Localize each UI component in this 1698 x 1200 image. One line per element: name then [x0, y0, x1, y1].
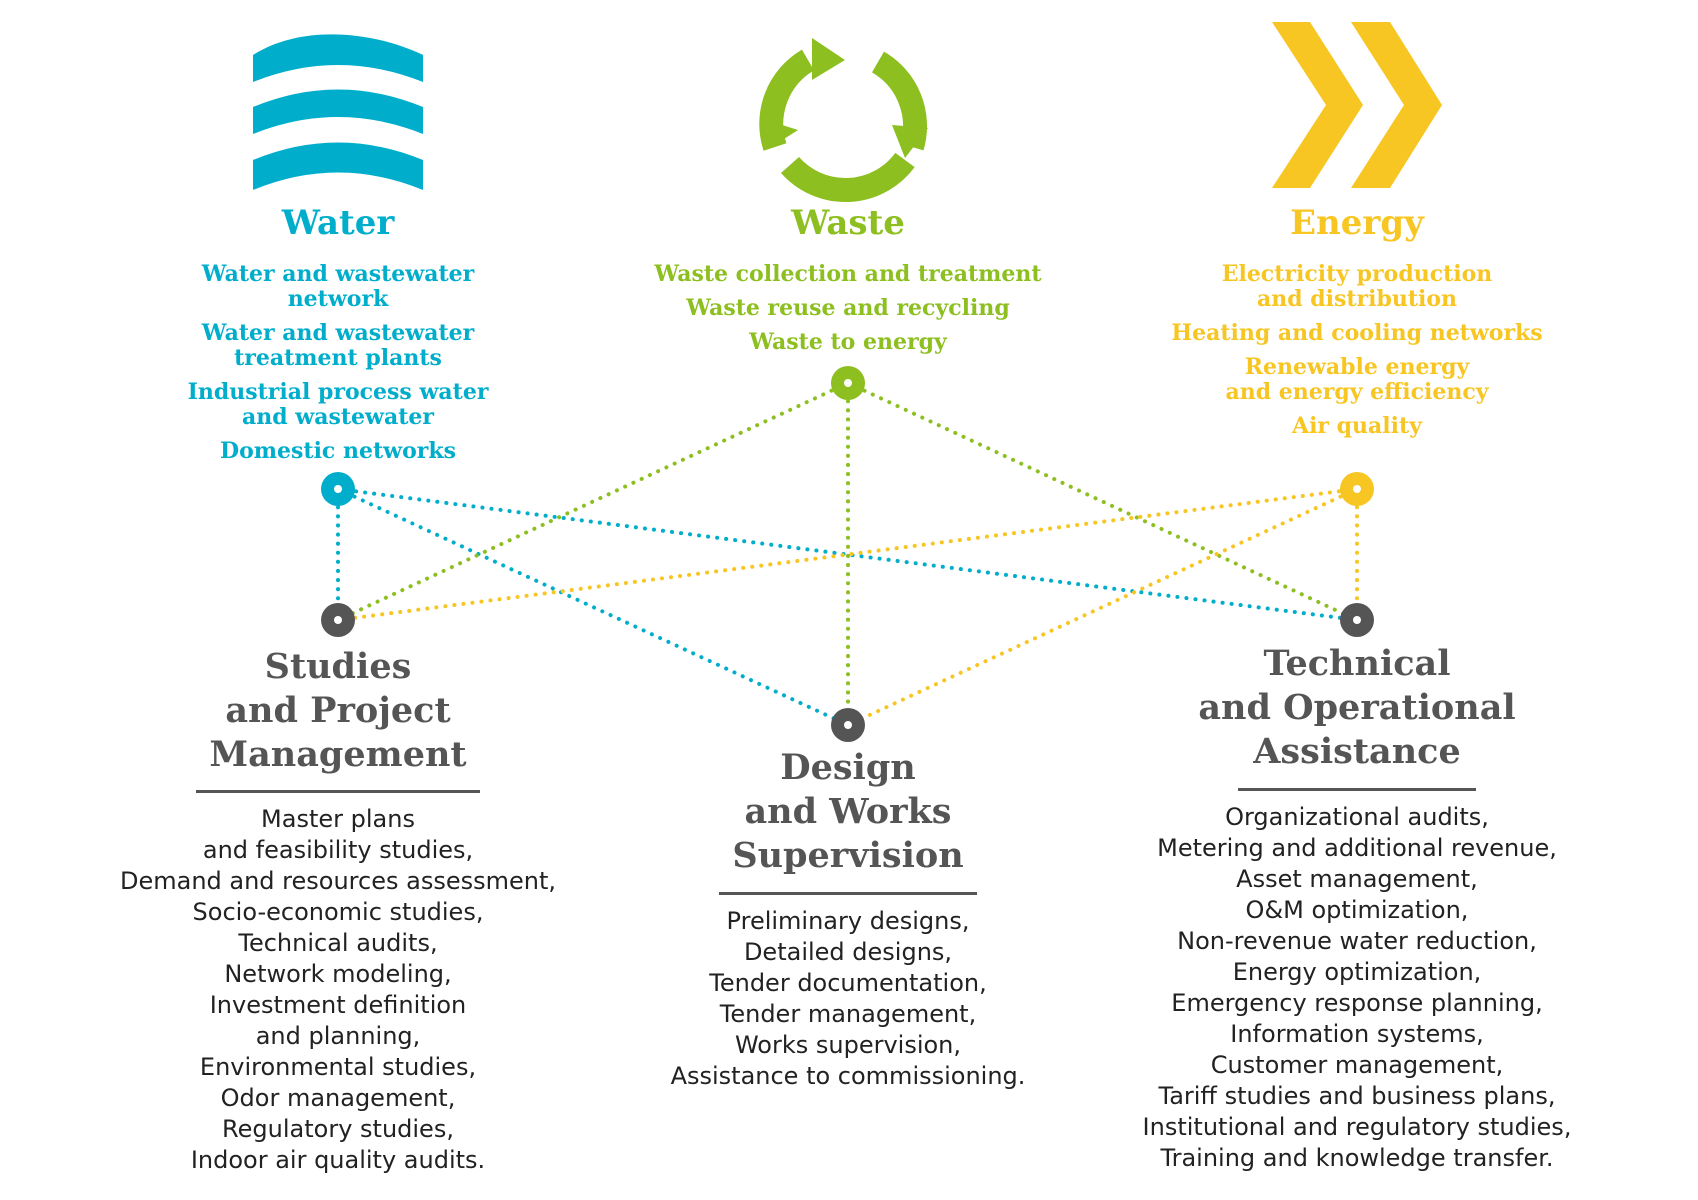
studies-item: Socio-economic studies, — [192, 898, 484, 926]
technical-item: Metering and additional revenue, — [1157, 834, 1557, 862]
design-item: Tender documentation, — [709, 969, 987, 997]
studies-item: Indoor air quality audits. — [190, 1146, 486, 1174]
water-topic: Industrial process water and wastewater — [187, 379, 489, 430]
connectors — [336, 381, 1359, 727]
design-item: Tender management, — [719, 1000, 977, 1028]
water-topic: Domestic networks — [220, 438, 456, 464]
energy-topic: Renewable energy and energy efficiency — [1225, 354, 1489, 405]
studies-list: Master plans and feasibility studies, De… — [98, 804, 578, 1176]
technical-item: Energy optimization, — [1232, 958, 1482, 986]
water-topics: Water and wastewater network Water and w… — [158, 262, 518, 473]
water-topic: Water and wastewater treatment plants — [201, 320, 475, 371]
studies-divider — [196, 790, 480, 793]
recycle-arrows-icon — [759, 49, 928, 203]
technical-divider — [1238, 788, 1476, 791]
node-waste — [831, 366, 865, 400]
water-topic: Water and wastewater network — [201, 261, 475, 312]
node-water — [321, 472, 355, 506]
design-list: Preliminary designs, Detailed designs, T… — [618, 906, 1078, 1092]
technical-item: Non-revenue water reduction, — [1177, 927, 1537, 955]
connector-water-technical — [336, 487, 1359, 622]
waste-topics: Waste collection and treatment Waste reu… — [613, 262, 1083, 364]
studies-item: Regulatory studies, — [222, 1115, 454, 1143]
water-waves-icon — [253, 34, 423, 190]
design-item: Assistance to commissioning. — [670, 1062, 1026, 1090]
node-technical — [1340, 603, 1374, 637]
energy-title: Energy — [1290, 203, 1424, 243]
studies-item: and feasibility studies, — [202, 836, 474, 864]
technical-item: Institutional and regulatory studies, — [1142, 1113, 1572, 1141]
studies-item: Master plans — [261, 805, 415, 833]
energy-topic: Heating and cooling networks — [1171, 320, 1543, 346]
connector-water-design — [336, 487, 850, 727]
technical-item: O&M optimization, — [1245, 896, 1469, 924]
studies-item: Technical audits, — [238, 929, 438, 957]
node-energy — [1340, 472, 1374, 506]
waste-topic: Waste to energy — [749, 329, 947, 355]
studies-item: Network modeling, — [224, 960, 452, 988]
waste-topic: Waste reuse and recycling — [686, 295, 1010, 321]
energy-topics: Electricity production and distribution … — [1137, 262, 1577, 448]
studies-item: Investment definition — [209, 991, 467, 1019]
studies-item: Odor management, — [220, 1084, 456, 1112]
water-title: Water — [281, 203, 395, 243]
technical-item: Training and knowledge transfer. — [1160, 1144, 1554, 1172]
technical-item: Organizational audits, — [1225, 803, 1489, 831]
technical-item: Asset management, — [1236, 865, 1478, 893]
technical-title: Technical and Operational Assistance — [1198, 643, 1516, 772]
connector-energy-studies — [336, 487, 1359, 622]
design-item: Preliminary designs, — [726, 907, 970, 935]
recycle-arrowheads-icon — [760, 38, 928, 158]
technical-item: Customer management, — [1210, 1051, 1504, 1079]
chevrons-icon — [1272, 22, 1442, 188]
studies-item: Environmental studies, — [199, 1053, 477, 1081]
node-design — [831, 708, 865, 742]
studies-title: Studies and Project Management — [209, 646, 467, 775]
node-studies — [321, 603, 355, 637]
technical-item: Tariff studies and business plans, — [1158, 1082, 1556, 1110]
waste-topic: Waste collection and treatment — [654, 261, 1042, 287]
energy-topic: Air quality — [1292, 413, 1422, 439]
design-title: Design and Works Supervision — [732, 747, 964, 876]
technical-item: Emergency response planning, — [1171, 989, 1543, 1017]
studies-item: Demand and resources assessment, — [119, 867, 556, 895]
studies-item: and planning, — [255, 1022, 421, 1050]
waste-title: Waste — [791, 203, 905, 243]
design-item: Works supervision, — [734, 1031, 962, 1059]
connector-energy-design — [846, 487, 1359, 727]
design-item: Detailed designs, — [743, 938, 953, 966]
design-divider — [719, 892, 977, 895]
technical-list: Organizational audits, Metering and addi… — [1117, 802, 1597, 1174]
technical-item: Information systems, — [1230, 1020, 1484, 1048]
connector-waste-technical — [846, 381, 1359, 622]
energy-topic: Electricity production and distribution — [1221, 261, 1493, 312]
connector-waste-studies — [336, 381, 850, 622]
